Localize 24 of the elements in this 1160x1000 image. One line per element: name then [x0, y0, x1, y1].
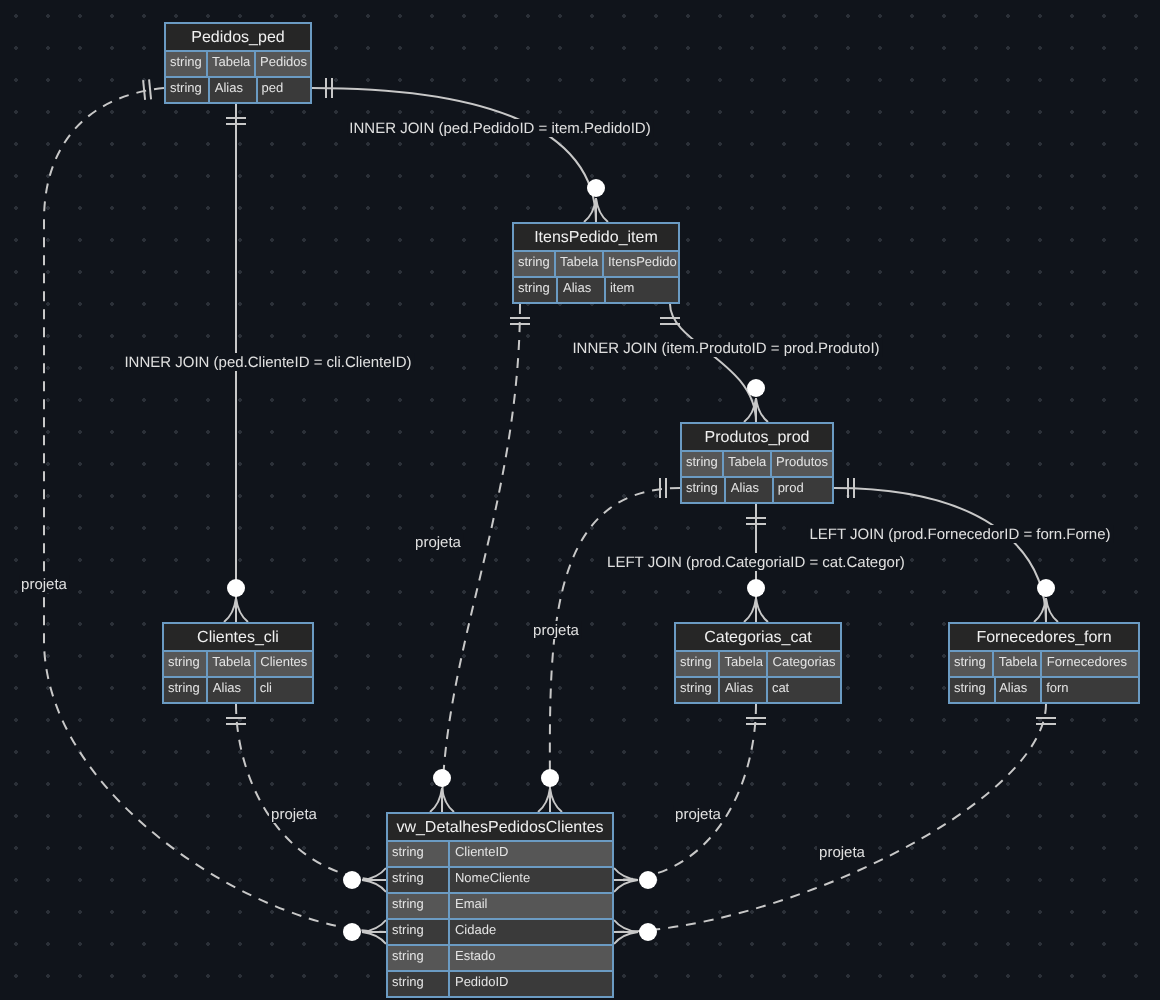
entity-table	[164, 22, 312, 104]
entity-table	[680, 422, 834, 504]
relationship-line	[226, 703, 388, 893]
table-title: Produtos_prod	[682, 424, 832, 450]
table-title: Pedidos_ped	[166, 24, 310, 50]
entity-table	[674, 622, 842, 704]
entity-table	[162, 622, 314, 704]
relationship-line	[429, 303, 530, 814]
relationship-line	[311, 78, 609, 225]
entity-table	[512, 222, 680, 304]
relationship-line	[537, 479, 681, 814]
entity-table	[948, 622, 1140, 704]
table-title: Fornecedores_forn	[950, 624, 1138, 650]
table-title: ItensPedido_item	[514, 224, 678, 250]
relationship-line	[612, 703, 766, 893]
relationship-line	[743, 503, 769, 623]
relationship-line	[43, 80, 388, 945]
table-title: Clientes_cli	[164, 624, 312, 650]
entity-table	[386, 812, 614, 998]
relationship-line	[612, 703, 1054, 945]
relationship-line	[833, 478, 1059, 624]
relationship-line	[223, 103, 249, 623]
table-title: Categorias_cat	[676, 624, 840, 650]
table-title: vw_DetalhesPedidosClientes	[388, 814, 612, 840]
